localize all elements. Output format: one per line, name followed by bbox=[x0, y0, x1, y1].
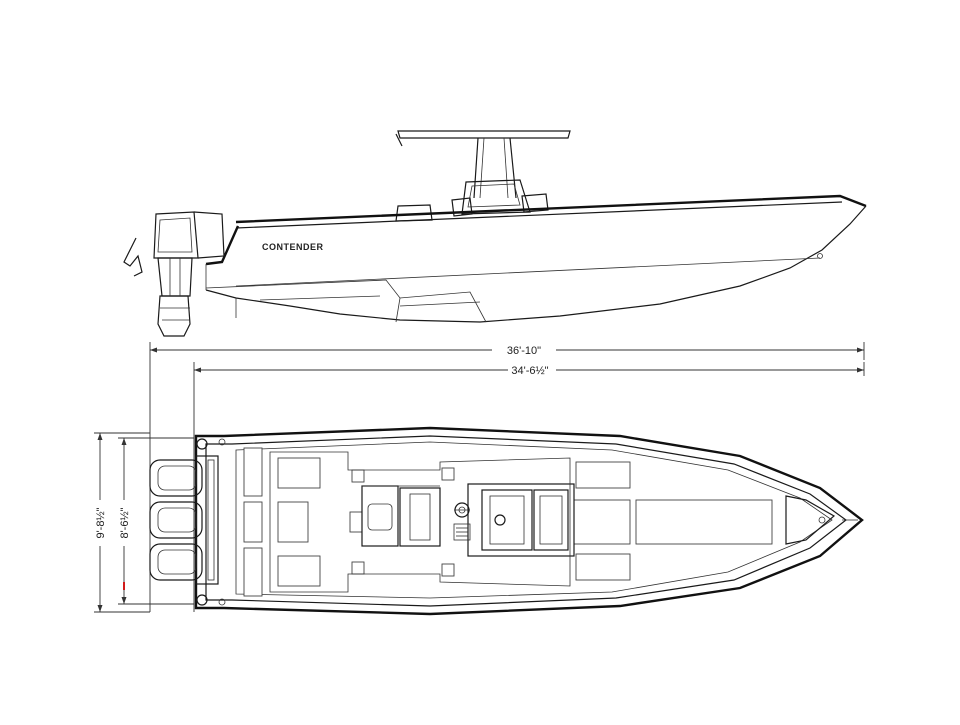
hull-logo: CONTENDER bbox=[262, 242, 324, 252]
outboard-engines-plan bbox=[149, 455, 219, 585]
overall-beam-label: 9'-8½" bbox=[95, 507, 107, 538]
engine-top bbox=[149, 459, 203, 497]
t-top bbox=[395, 130, 571, 199]
engine-middle bbox=[149, 501, 203, 539]
plan-view bbox=[149, 426, 864, 616]
outboard-engines-profile bbox=[123, 211, 225, 337]
hull-length-label: 34'-6½" bbox=[511, 365, 548, 377]
hull-beam-label: 8'-6½" bbox=[119, 507, 131, 538]
engine-bottom bbox=[149, 543, 203, 581]
profile-view: CONTENDER bbox=[123, 130, 867, 337]
hull-profile: CONTENDER bbox=[205, 194, 867, 323]
overall-length-label: 36'-10" bbox=[507, 345, 541, 357]
length-dimensions: 36'-10" 34'-6½" bbox=[149, 342, 865, 612]
deck-hatches bbox=[243, 447, 773, 597]
center-console bbox=[453, 483, 575, 557]
leaning-post bbox=[361, 485, 441, 547]
beam-dimensions: 9'-8½" 8'-6½" bbox=[94, 432, 194, 613]
